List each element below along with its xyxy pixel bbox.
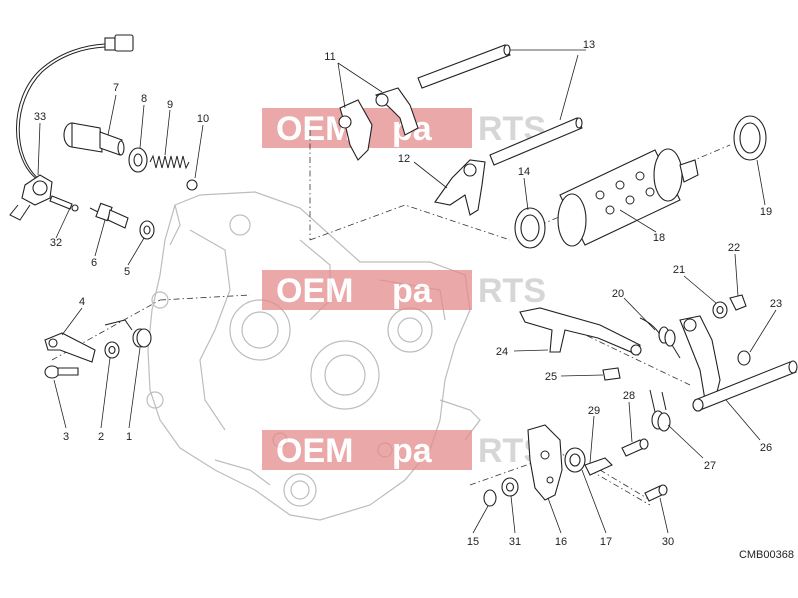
part-28-bolt [621,438,649,457]
callout-26: 26 [760,442,772,454]
callout-17: 17 [600,536,612,548]
callout-29: 29 [588,405,600,417]
part-13-fork-rods [417,44,583,166]
callout-19: 19 [760,206,772,218]
part-21-washer [712,301,728,319]
part-22-clip [729,294,747,311]
watermark-left-text: OEM [276,432,353,470]
part-31-washer [501,477,519,497]
callout-32: 32 [50,237,62,249]
callout-16: 16 [555,536,567,548]
watermark-left-text: OEM [276,110,353,148]
callout-15: 15 [467,536,479,548]
part-32-pin [49,195,79,212]
watermark-middle-text: pa [392,432,433,470]
part-27-spring [649,389,671,432]
part-17-washer [564,447,586,473]
callout-1: 1 [126,431,132,443]
callout-8: 8 [141,93,147,105]
callout-11: 11 [324,51,335,63]
watermark-right-text: RTS [478,272,546,310]
callout-22: 22 [728,242,740,254]
leader-lines [37,49,777,534]
part-11-shift-forks [338,87,419,161]
callout-18: 18 [653,232,665,244]
part-23-bushing [737,350,751,366]
part-1-spring [104,319,152,348]
crankcase-half [146,191,481,521]
callout-numbers: 1 2 3 4 5 6 7 8 9 10 11 12 13 14 15 16 1… [34,39,782,548]
callout-2: 2 [98,431,104,443]
part-30-bolt [644,484,668,502]
watermark-middle-text: pa [392,272,433,310]
callout-21: 21 [673,264,685,276]
callout-25: 25 [545,371,557,383]
callout-9: 9 [167,99,173,111]
callout-33: 33 [34,111,46,123]
part-15-circlip [483,489,497,507]
callout-5: 5 [124,266,130,278]
callout-12: 12 [398,153,410,165]
callout-27: 27 [704,460,716,472]
part-16-indexing-plate [527,424,563,501]
part-3-bolt [44,365,79,379]
watermark-left-text: OEM [276,272,353,310]
part-9-spring [149,154,190,170]
callout-6: 6 [91,257,97,269]
part-19-ring [733,115,767,161]
part-6-sensor [89,202,129,229]
part-8-washer [128,147,148,173]
part-4-lever [44,332,96,363]
callout-31: 31 [509,536,521,548]
callout-10: 10 [197,113,209,125]
part-5-washer [139,220,155,240]
callout-13: 13 [583,39,595,51]
gear-sensor-cable [9,34,134,221]
callout-23: 23 [770,298,782,310]
part-26-selector-shaft [679,315,798,412]
diagram-code: CMB00368 [739,549,794,561]
part-10-ball [186,179,198,191]
part-7-bolt [63,122,125,156]
part-18-shift-drum [557,148,699,247]
callout-14: 14 [518,166,530,178]
part-14-bearing [514,207,546,249]
part-24-bracket [519,307,642,356]
part-2-washer [104,341,120,359]
callout-3: 3 [63,431,69,443]
callout-4: 4 [79,296,85,308]
part-29-link [584,457,613,476]
callout-28: 28 [623,390,635,402]
part-25-screw [602,367,621,381]
callout-7: 7 [113,82,119,94]
callout-30: 30 [662,536,674,548]
part-20-spring [639,317,681,359]
callout-20: 20 [612,288,624,300]
part-12-shift-fork [434,159,486,216]
callout-24: 24 [496,346,508,358]
